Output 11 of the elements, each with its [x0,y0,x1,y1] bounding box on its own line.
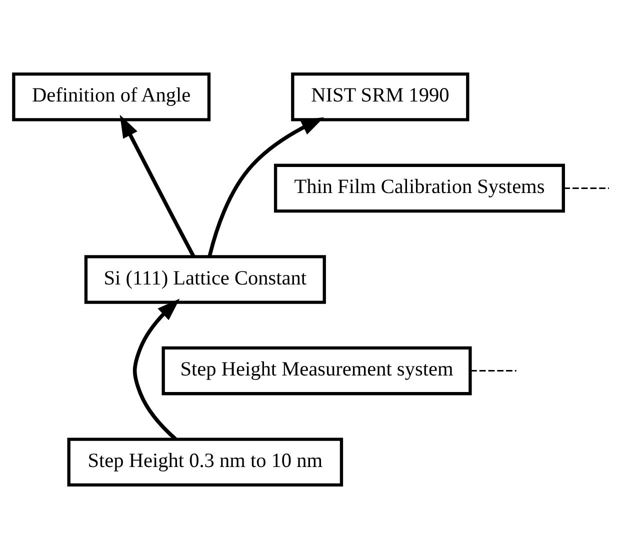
node-box: Si (111) Lattice Constant [84,254,326,304]
node-box: NIST SRM 1990 [291,72,470,121]
node-box: Step Height 0.3 nm to 10 nm [67,437,344,486]
node-box: Definition of Angle [12,72,211,121]
arrow [208,116,324,256]
arrow [120,114,196,257]
connector [470,370,516,372]
connector [564,186,609,188]
arrow [132,298,180,440]
node-box: Step Height Measurement system [162,346,472,395]
node-box: Thin Film Calibration Systems [274,163,565,212]
